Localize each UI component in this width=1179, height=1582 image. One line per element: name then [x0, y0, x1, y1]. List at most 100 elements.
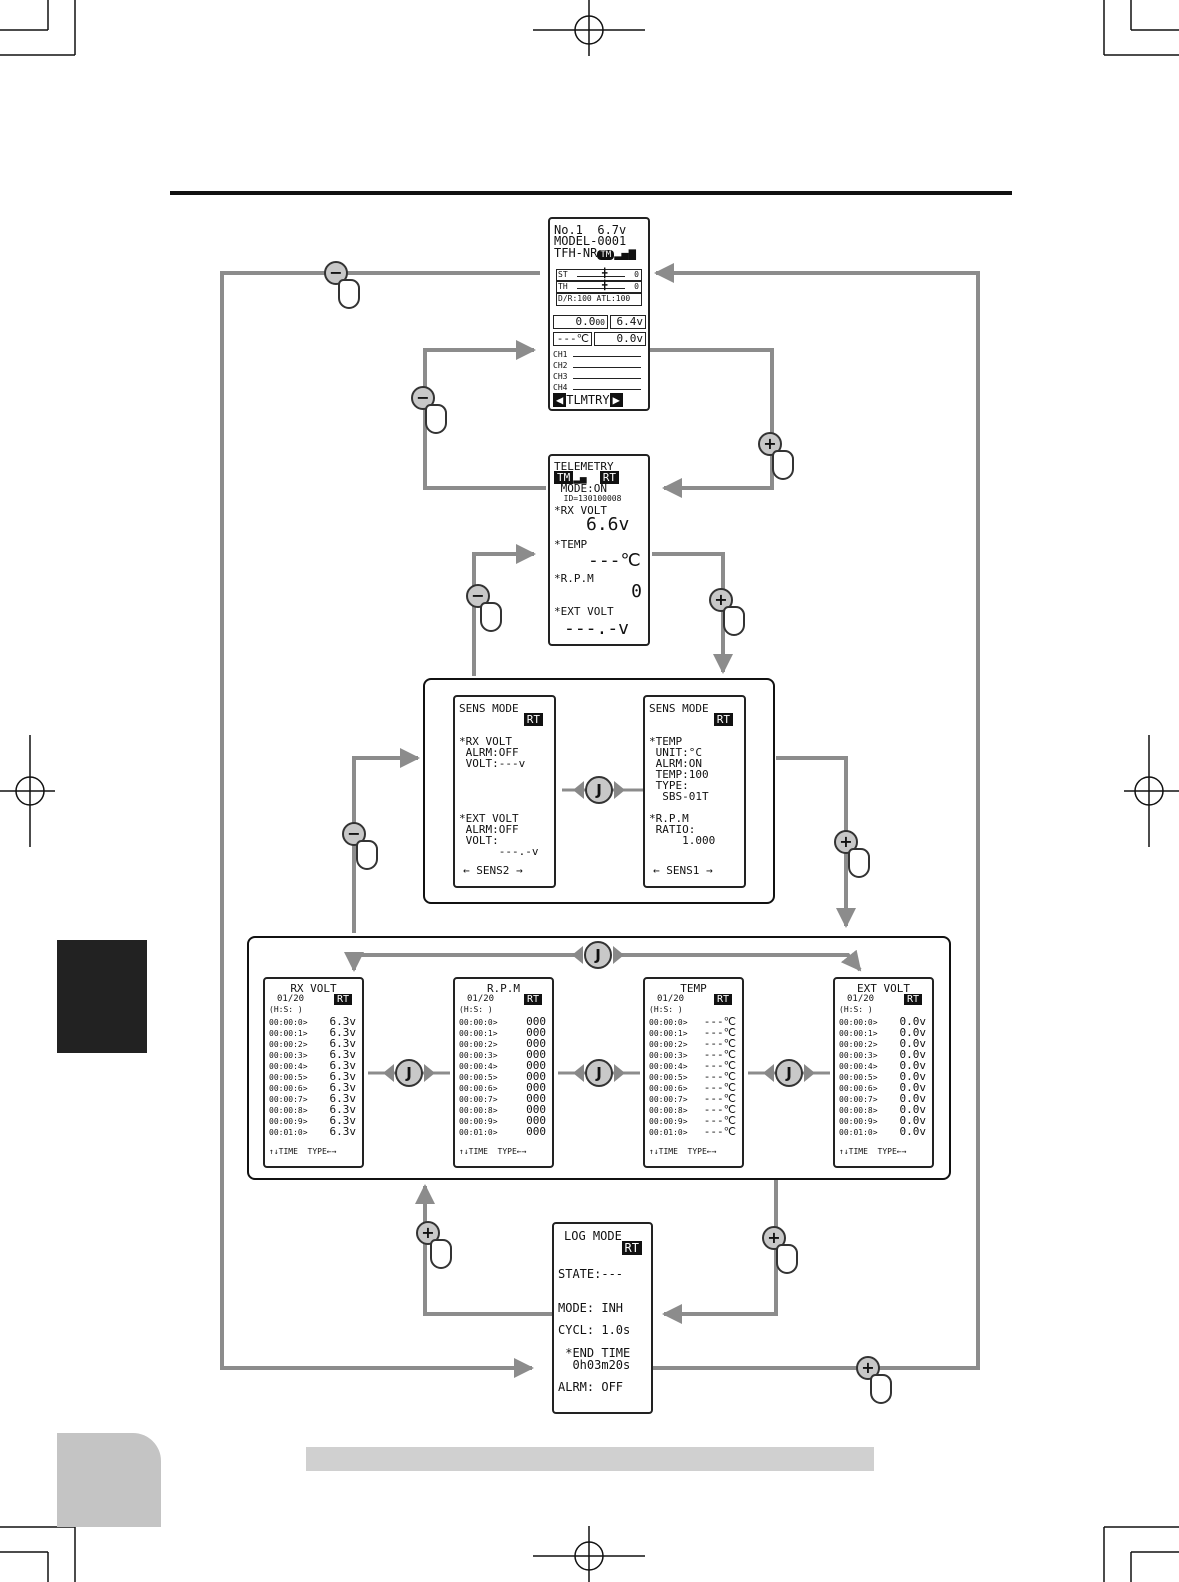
telemetry-ext-value: ---.-v	[564, 618, 630, 639]
log-value: 000	[526, 1037, 546, 1050]
home-volt-field: 6.4v	[610, 315, 646, 329]
log-row: 00:00:3>6.3v	[269, 1049, 358, 1060]
log-time: 00:00:1>	[649, 1029, 688, 1038]
log-row: 00:01:0>---℃	[649, 1126, 738, 1137]
log-time: 00:00:5>	[459, 1073, 498, 1082]
log-time: 00:00:3>	[649, 1051, 688, 1060]
rt-badge: RT	[523, 994, 542, 1005]
trim-marker-icon: ╋	[602, 269, 608, 279]
log-page: 01/20	[847, 994, 875, 1004]
log-time: 00:00:3>	[269, 1051, 308, 1060]
log-row: 00:00:4>6.3v	[269, 1060, 358, 1071]
log-row: 00:00:0>6.3v	[269, 1016, 358, 1027]
logmode-title: LOG MODE	[564, 1229, 622, 1243]
jog-left-arrow-icon	[573, 781, 584, 799]
arrow-log-to-sens	[352, 748, 420, 933]
sens2-line: VOLT:	[459, 834, 499, 847]
log-value: 6.3v	[329, 1070, 357, 1083]
log-row: 00:00:1>---℃	[649, 1027, 738, 1038]
log-time: 00:00:8>	[649, 1106, 688, 1115]
log-value: 0.0v	[899, 1048, 927, 1061]
log-value: ---℃	[703, 1114, 736, 1127]
hand-pointer-icon	[772, 450, 794, 480]
log-row: 00:01:0>6.3v	[269, 1126, 358, 1137]
log-time: 00:00:3>	[839, 1051, 878, 1060]
log-title: EXT VOLT	[857, 982, 910, 995]
page-number-tab	[57, 1433, 161, 1527]
log-time: 00:00:5>	[269, 1073, 308, 1082]
sens1-line: TEMP:100	[649, 768, 709, 781]
log-row: 00:01:0>0.0v	[839, 1126, 928, 1137]
log-value: ---℃	[703, 1037, 736, 1050]
log-value: 6.3v	[329, 1059, 357, 1072]
home-channel-bars: CH1 CH2 CH3 CH4	[553, 350, 645, 394]
arrow-tele-to-sens	[652, 552, 733, 674]
sens2-title: SENS MODE	[459, 702, 519, 715]
home-model-name: MODEL-0001	[554, 234, 627, 248]
signal-icon: ▂▄	[573, 471, 587, 484]
log-value: 000	[526, 1026, 546, 1039]
log-row: 00:00:5> 6.3v	[269, 1071, 358, 1082]
log-footer: ↑↓TIME TYPE←→	[839, 1147, 907, 1157]
log-time: 00:00:5>	[649, 1073, 688, 1082]
sens1-line: *TEMP	[649, 735, 683, 748]
sens2-line: ---.-v	[459, 845, 539, 858]
logmode-alarm: ALRM: OFF	[558, 1380, 624, 1394]
log-row: 00:00:3>000	[459, 1049, 548, 1060]
log-value: ---℃	[703, 1103, 736, 1116]
log-value: 0.0v	[899, 1070, 927, 1083]
log-time: 00:00:9>	[839, 1117, 878, 1126]
sens1-lines: *TEMP UNIT:°C ALRM:ON TEMP:100 TYPE: SBS…	[649, 736, 733, 846]
log-row: 00:00:2>000	[459, 1038, 548, 1049]
log-value: 0.0v	[899, 1015, 927, 1028]
log-value: 000	[526, 1015, 546, 1028]
sens2-nav: ← SENS2 →	[463, 864, 523, 877]
log-row: 00:00:8>6.3v	[269, 1104, 358, 1115]
log-footer: ↑↓TIME TYPE←→	[269, 1147, 337, 1157]
log-row: 00:00:4>---℃	[649, 1060, 738, 1071]
hand-pointer-icon	[848, 848, 870, 878]
log-time: 00:00:7>	[839, 1095, 878, 1104]
jog-left-arrow-icon	[572, 946, 583, 964]
log-time: 00:00:6>	[649, 1084, 688, 1093]
jog-right-arrow-icon	[614, 781, 625, 799]
sens2-line	[459, 791, 543, 802]
sens1-line: ALRM:ON	[649, 757, 702, 770]
telemetry-rx-label: *RX VOLT	[554, 504, 607, 517]
log-value: 000	[526, 1048, 546, 1061]
log-row: 00:00:1> 6.3v	[269, 1027, 358, 1038]
log-value: 0.0v	[899, 1092, 927, 1105]
telemetry-temp-label: *TEMP	[554, 538, 588, 551]
hand-pointer-icon	[425, 404, 447, 434]
log-row: 00:00:8>000	[459, 1104, 548, 1115]
log-time: 00:00:9>	[269, 1117, 308, 1126]
jog-button-icon: J	[395, 1059, 423, 1087]
log-time: 00:01:0>	[649, 1128, 688, 1137]
log-time: 00:01:0>	[459, 1128, 498, 1137]
rt-badge: RT	[621, 1241, 642, 1255]
home-model-no: No.1 6.7v	[554, 223, 627, 237]
log-time: 00:00:1>	[269, 1029, 308, 1038]
arrow-sens-to-tele	[472, 544, 536, 676]
log-time: 00:00:9>	[649, 1117, 688, 1126]
log-header: (H:S: )	[839, 1005, 873, 1014]
trim-marker-icon: ╋	[602, 281, 608, 291]
log-value: ---℃	[703, 1070, 736, 1083]
log-value: 6.3v	[329, 1026, 357, 1039]
log-row: 00:00:5>000	[459, 1071, 548, 1082]
log-value: 000	[526, 1114, 546, 1127]
arrow-logs-to-logmode	[662, 1180, 778, 1324]
hand-pointer-icon	[338, 279, 360, 309]
log-time: 00:00:0>	[269, 1018, 308, 1027]
log-time: 00:00:7>	[269, 1095, 308, 1104]
log-row: 00:00:0>000	[459, 1016, 548, 1027]
home-dr-atl: D/R:100 ATL:100	[556, 293, 642, 306]
log-value: ---℃	[703, 1059, 736, 1072]
rt-badge: RT	[903, 994, 922, 1005]
log-footer: ↑↓TIME TYPE←→	[459, 1147, 527, 1157]
log-row: 00:00:6>000	[459, 1082, 548, 1093]
sens2-line	[459, 769, 543, 780]
